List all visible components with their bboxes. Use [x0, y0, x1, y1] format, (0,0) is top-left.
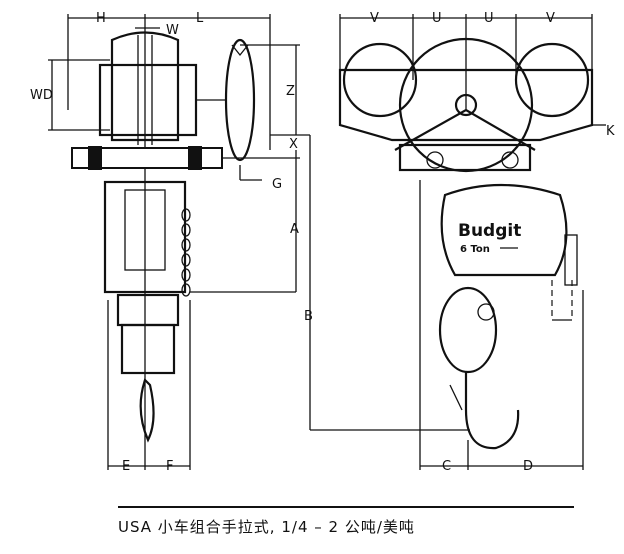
label-z: Z [286, 84, 295, 99]
label-h: H [96, 11, 106, 26]
caption-divider [118, 506, 574, 508]
hoist-capacity: 6 Ton [460, 244, 490, 255]
label-c: C [442, 459, 451, 474]
front-view: Budgit 6 Ton [338, 14, 606, 470]
label-f: F [166, 459, 173, 474]
side-view [48, 14, 470, 470]
label-u-left: U [432, 11, 442, 26]
hoist-brand: Budgit [458, 221, 521, 241]
label-x: X [289, 137, 298, 152]
label-v-left: V [370, 11, 379, 26]
dimension-labels: H L W WD Z X G A B E F V U U V K C D [30, 11, 615, 474]
label-k: K [606, 124, 615, 139]
label-v-right: V [546, 11, 555, 26]
label-a: A [290, 222, 299, 237]
hand-chain [181, 208, 191, 297]
label-w: W [166, 23, 179, 38]
label-b: B [304, 309, 313, 324]
label-l: L [196, 11, 204, 26]
label-d: D [523, 459, 533, 474]
label-u-right: U [484, 11, 494, 26]
label-wd: WD [30, 88, 53, 103]
figure-caption: USA 小车组合手拉式, 1/4 – 2 公吨/美吨 [118, 518, 415, 536]
label-e: E [122, 459, 130, 474]
label-g: G [272, 177, 282, 192]
